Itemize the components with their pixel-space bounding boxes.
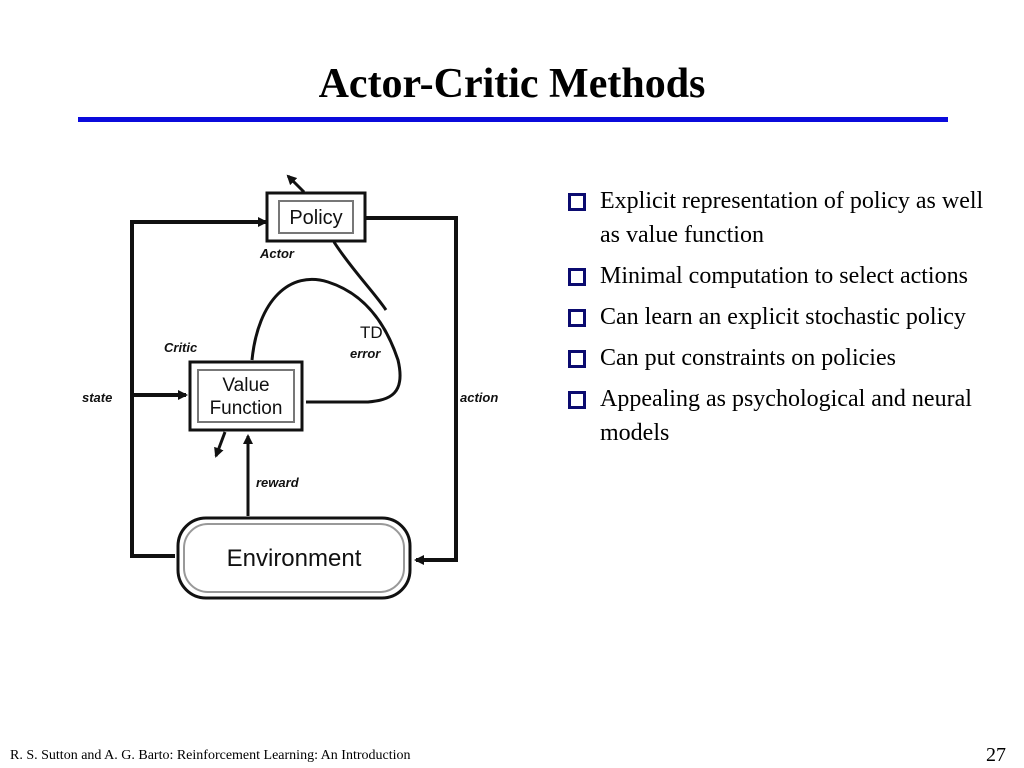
error-label: error xyxy=(350,346,381,361)
bullet-text: Minimal computation to select actions xyxy=(600,263,968,289)
title-underline xyxy=(78,117,948,122)
value-function-box: Value Function xyxy=(188,360,304,432)
slide-title: Actor-Critic Methods xyxy=(318,61,706,107)
actor-label: Actor xyxy=(259,246,295,261)
value-output-arrow xyxy=(214,431,227,458)
actor-critic-diagram: Policy Actor TD error Critic Value Funct… xyxy=(60,160,540,620)
td-error-curve xyxy=(250,277,402,404)
bullet-text: Appealing as psychological and neural mo… xyxy=(600,386,972,446)
diagram-svg: Policy Actor TD error Critic Value Funct… xyxy=(82,174,498,600)
critic-label: Critic xyxy=(164,340,198,355)
state-label: state xyxy=(82,390,112,405)
action-label: action xyxy=(460,390,498,405)
bullet-item: Appealing as psychological and neural mo… xyxy=(566,382,986,450)
td-label: TD xyxy=(360,323,383,342)
bullet-square-icon xyxy=(568,268,586,286)
bullet-text: Can learn an explicit stochastic policy xyxy=(600,304,966,330)
bullet-square-icon xyxy=(568,391,586,409)
bullet-item: Explicit representation of policy as wel… xyxy=(566,184,986,252)
bullet-text: Explicit representation of policy as wel… xyxy=(600,188,984,248)
page-number: 27 xyxy=(986,744,1006,766)
state-loop-line xyxy=(130,217,268,558)
policy-label: Policy xyxy=(289,207,342,229)
bullet-square-icon xyxy=(568,309,586,327)
bullet-square-icon xyxy=(568,193,586,211)
bullet-text: Can put constraints on policies xyxy=(600,345,896,371)
bullet-item: Can learn an explicit stochastic policy xyxy=(566,300,986,334)
footer-citation: R. S. Sutton and A. G. Barto: Reinforcem… xyxy=(10,748,411,763)
policy-output-arrow xyxy=(286,174,306,194)
environment-label: Environment xyxy=(227,545,362,572)
policy-box: Policy xyxy=(265,191,367,243)
td-error-to-policy xyxy=(332,241,388,311)
bullet-item: Minimal computation to select actions xyxy=(566,259,986,293)
environment-box: Environment xyxy=(176,516,412,600)
reward-label: reward xyxy=(256,475,300,490)
bullet-item: Can put constraints on policies xyxy=(566,341,986,375)
bullet-list: Explicit representation of policy as wel… xyxy=(566,184,986,457)
function-label: Function xyxy=(210,398,283,419)
action-loop-line xyxy=(366,216,458,565)
bullet-square-icon xyxy=(568,350,586,368)
value-label: Value xyxy=(222,375,269,396)
